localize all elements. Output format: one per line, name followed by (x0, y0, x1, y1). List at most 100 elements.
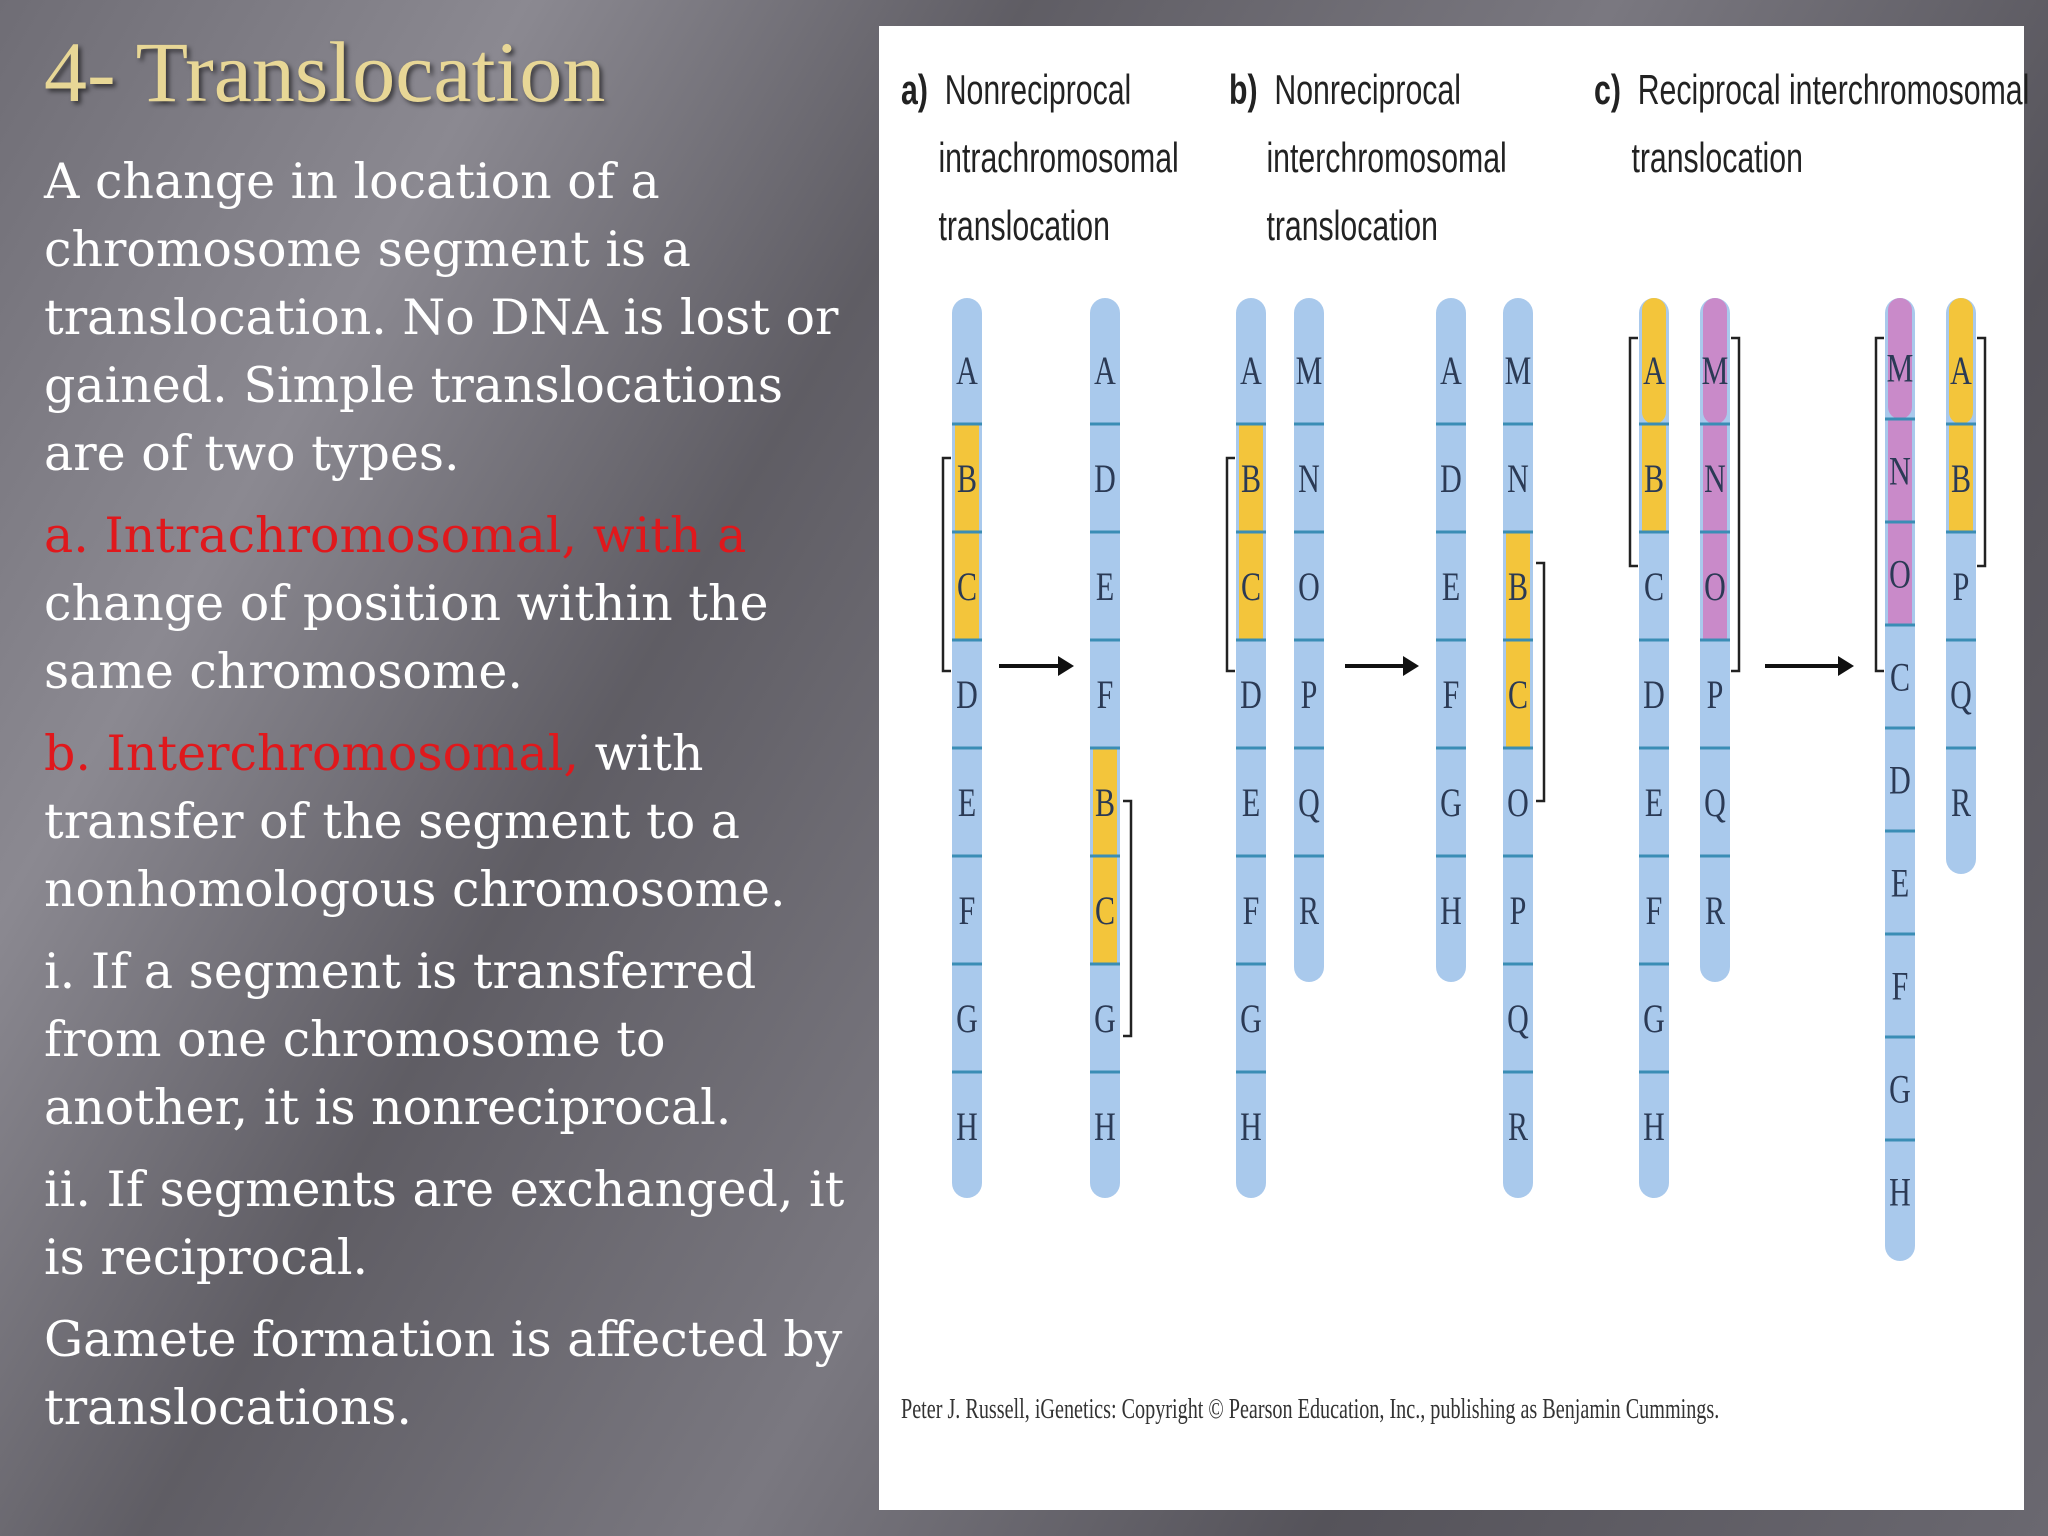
gene-label-m: M (1505, 348, 1532, 393)
gene-label-d: D (1440, 456, 1462, 501)
gene-label-d: D (1643, 672, 1665, 717)
paragraph-3-segment-1: b. Interchromosomal, (44, 725, 580, 782)
gene-label-g: G (1643, 996, 1665, 1041)
gene-label-g: G (1889, 1066, 1911, 1111)
segment-highlight-b (1239, 424, 1263, 532)
paragraph-6: Gamete formation is affected by transloc… (44, 1306, 864, 1442)
gene-label-c: C (957, 564, 977, 609)
gene-label-q: Q (1704, 780, 1726, 825)
gene-label-h: H (1094, 1104, 1116, 1149)
gene-label-q: Q (1950, 672, 1972, 717)
gene-label-q: Q (1298, 780, 1320, 825)
segment-highlight-c (1093, 856, 1117, 964)
gene-label-f: F (1892, 963, 1909, 1008)
panel-a-line-3: translocation (938, 202, 1110, 249)
paragraph-2: a. Intrachromosomal, with a change of po… (44, 502, 864, 706)
gene-label-d: D (1889, 757, 1911, 802)
paragraph-1: A change in location of a chromosome seg… (44, 148, 864, 488)
gene-label-a: A (1240, 348, 1262, 393)
segment-bracket-6 (1731, 336, 1741, 673)
gene-label-d: D (1240, 672, 1262, 717)
gene-label-e: E (1096, 564, 1114, 609)
segment-highlight-o (1888, 522, 1912, 625)
gene-label-a: A (956, 348, 978, 393)
gene-label-o: O (1507, 780, 1529, 825)
segment-highlight-c (955, 532, 979, 640)
gene-label-a: A (1094, 348, 1116, 393)
segment-highlight-m (1703, 298, 1727, 424)
gene-label-a: A (1950, 348, 1972, 393)
gene-label-f: F (1443, 672, 1460, 717)
segment-bracket-4 (1536, 561, 1546, 803)
arrow-head-2 (1403, 656, 1419, 676)
gene-label-c: C (1241, 564, 1261, 609)
gene-label-g: G (1240, 996, 1262, 1041)
panel-b-heading: b) Nonreciprocal interchromosomal transl… (1229, 56, 1507, 260)
gene-label-e: E (958, 780, 976, 825)
gene-label-q: Q (1507, 996, 1529, 1041)
gene-label-n: N (1507, 456, 1529, 501)
paragraph-2-segment-1: a. Intrachromosomal, with a (44, 507, 747, 564)
gene-label-r: R (1705, 888, 1725, 933)
gene-label-n: N (1889, 448, 1911, 493)
panel-c-line-1: Reciprocal interchromosomal (1637, 66, 2030, 113)
gene-label-d: D (956, 672, 978, 717)
gene-label-n: N (1704, 456, 1726, 501)
gene-label-g: G (956, 996, 978, 1041)
gene-label-m: M (1296, 348, 1323, 393)
gene-label-c: C (1890, 654, 1910, 699)
paragraph-2-segment-2: change of position within the same chrom… (44, 575, 769, 700)
gene-label-r: R (1299, 888, 1319, 933)
segment-bracket-7 (1874, 336, 1884, 673)
gene-label-h: H (1889, 1169, 1911, 1214)
paragraph-5: ii. If segments are exchanged, it is rec… (44, 1156, 864, 1292)
paragraph-4: i. If a segment is transferred from one … (44, 938, 864, 1142)
panel-c-line-2: translocation (1631, 134, 1803, 181)
gene-label-d: D (1094, 456, 1116, 501)
segment-highlight-c (1239, 532, 1263, 640)
segment-bracket-8 (1977, 336, 1987, 568)
chromosome-c-before-2: M N O P Q R (1700, 298, 1730, 982)
gene-label-b: B (957, 456, 977, 501)
panel-a-heading: a) Nonreciprocal intrachromosomal transl… (901, 56, 1179, 260)
gene-label-b: B (1951, 456, 1971, 501)
gene-label-f: F (1243, 888, 1260, 933)
gene-label-b: B (1644, 456, 1664, 501)
gene-label-o: O (1704, 564, 1726, 609)
panel-b-line-1: Nonreciprocal (1274, 66, 1461, 113)
segment-bracket-2 (1123, 799, 1133, 1038)
gene-label-o: O (1298, 564, 1320, 609)
gene-label-p: P (1707, 672, 1724, 717)
slide-title: 4- Translocation (44, 24, 606, 120)
gene-label-p: P (1953, 564, 1970, 609)
paragraph-3-segment-2: with transfer of the segment to a nonhom… (44, 725, 786, 918)
paragraph-4-segment-1: i. If a segment is transferred from one … (44, 943, 757, 1136)
gene-label-f: F (1097, 672, 1114, 717)
segment-bracket-3 (1225, 456, 1235, 673)
panel-c-heading: c) Reciprocal interchromosomal transloca… (1594, 56, 2029, 192)
gene-label-h: H (1643, 1104, 1665, 1149)
gene-label-f: F (959, 888, 976, 933)
segment-bracket-5 (1628, 336, 1638, 568)
gene-label-e: E (1242, 780, 1260, 825)
segment-highlight-n (1703, 424, 1727, 532)
gene-label-a: A (1643, 348, 1665, 393)
panel-c-label: c) (1594, 66, 1621, 113)
gene-label-m: M (1702, 348, 1729, 393)
paragraph-3: b. Interchromosomal, with transfer of th… (44, 720, 864, 924)
gene-label-h: H (1440, 888, 1462, 933)
arrow-head-1 (1058, 656, 1074, 676)
gene-label-n: N (1298, 456, 1320, 501)
gene-label-m: M (1887, 345, 1914, 390)
segment-highlight-n (1888, 419, 1912, 522)
gene-label-c: C (1095, 888, 1115, 933)
gene-label-e: E (1891, 860, 1909, 905)
